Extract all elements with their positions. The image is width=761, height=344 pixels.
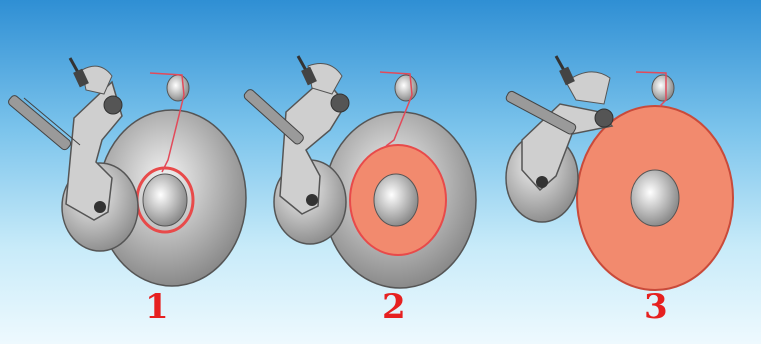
stage-1-label: 1 [145,290,169,324]
stage-2-label: 2 [382,290,406,324]
screw-3 [556,56,575,85]
hub-3 [631,170,679,226]
guide-roller-3 [652,75,674,101]
stage-3-label: 3 [644,290,668,324]
